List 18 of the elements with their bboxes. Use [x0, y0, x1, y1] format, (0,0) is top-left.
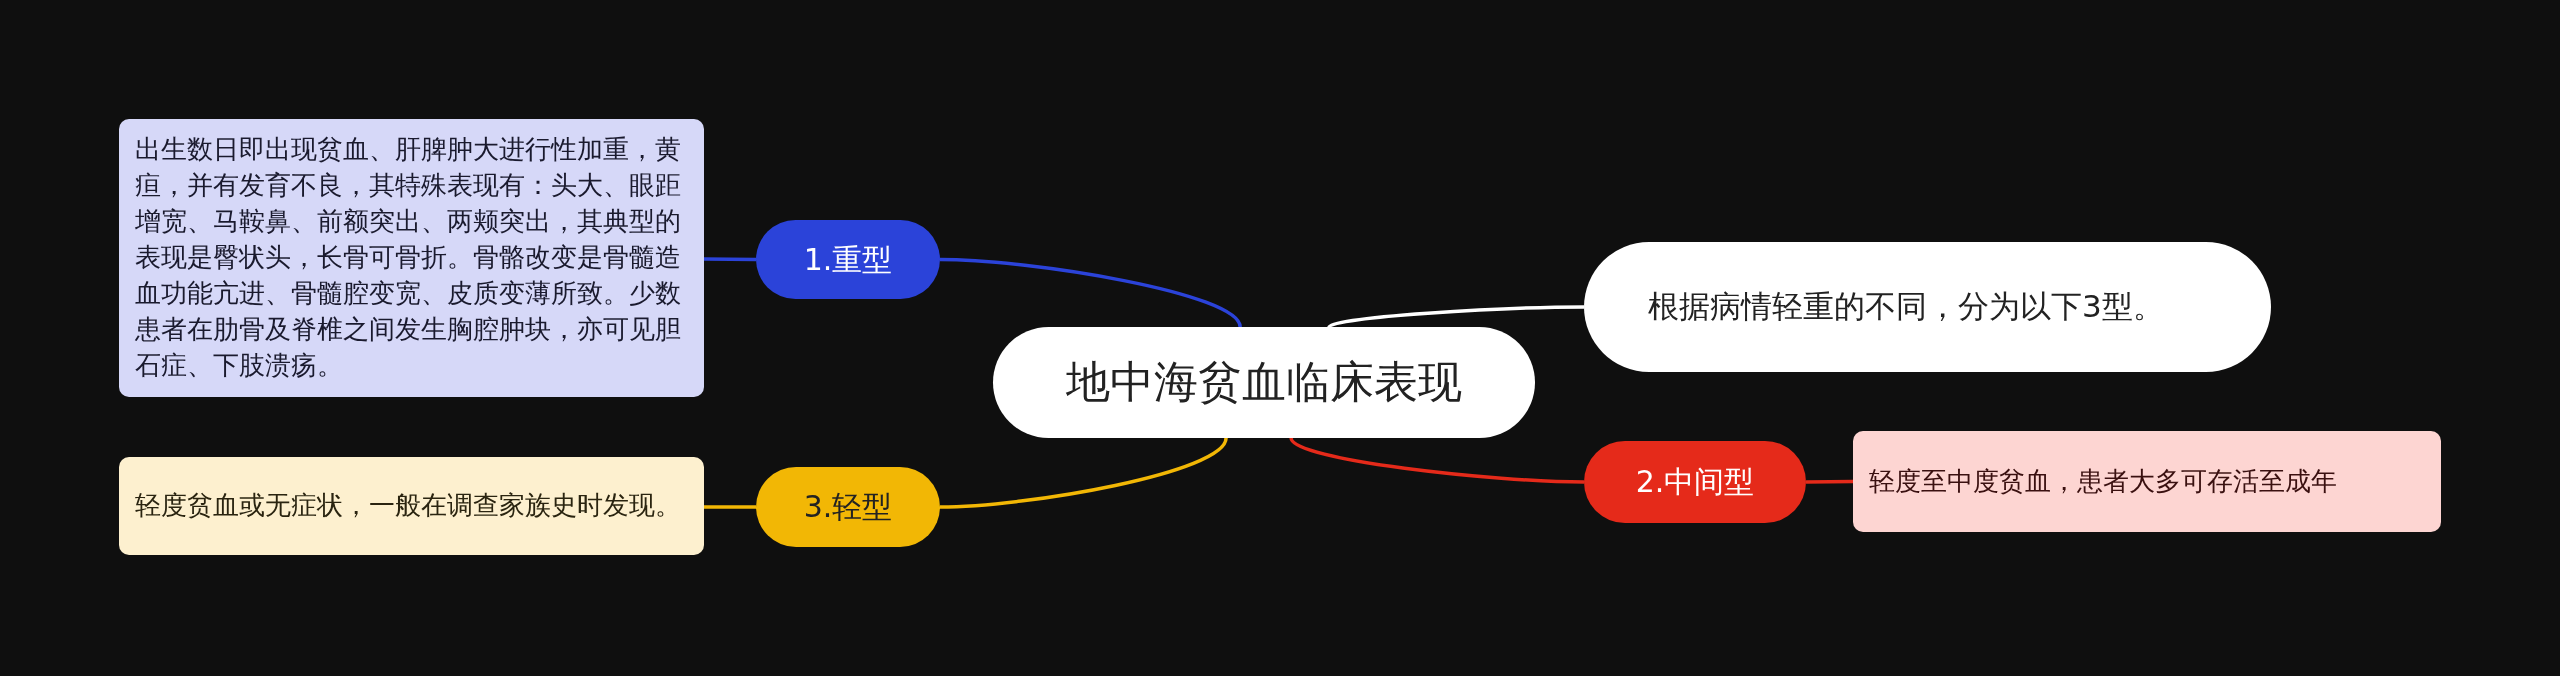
topic-title: 地中海贫血临床表现: [1066, 356, 1462, 409]
detail-text: 轻度贫血或无症状，一般在调查家族史时发现。: [135, 489, 681, 523]
connector-line: [939, 257, 1242, 328]
summary-text: 根据病情轻重的不同，分为以下3型。: [1648, 287, 2164, 327]
branch-label: 3.轻型: [803, 489, 893, 525]
connector-line: [704, 505, 756, 509]
branch-label: 2.中间型: [1635, 464, 1755, 500]
connector-line: [704, 257, 756, 262]
detail-text: 轻度至中度贫血，患者大多可存活至成年: [1869, 464, 2337, 498]
branch-label: 1.重型: [803, 241, 893, 278]
connector-line: [1806, 479, 1853, 484]
detail-card: [119, 119, 704, 397]
connector-line: [1289, 436, 1585, 484]
detail-text: 出生数日即出现贫血、肝脾肿大进行性加重，黄疸，并有发育不良，其特殊表现有：头大、眼距增宽、马鞍鼻、前额突出、两颊突出，其典型的表现是臀状头，长骨可骨折。骨骼改变是骨髓造血功能亢进、骨髓腔变宽、皮质变薄所致。少数患者在肋骨及脊椎之间发生胸腔肿块，亦可见胆石症、下肢溃疡。: [135, 133, 682, 382]
connector-line: [1328, 305, 1584, 329]
detail-card: [119, 457, 704, 555]
connector-line: [939, 437, 1228, 509]
detail-card: [1853, 431, 2441, 532]
